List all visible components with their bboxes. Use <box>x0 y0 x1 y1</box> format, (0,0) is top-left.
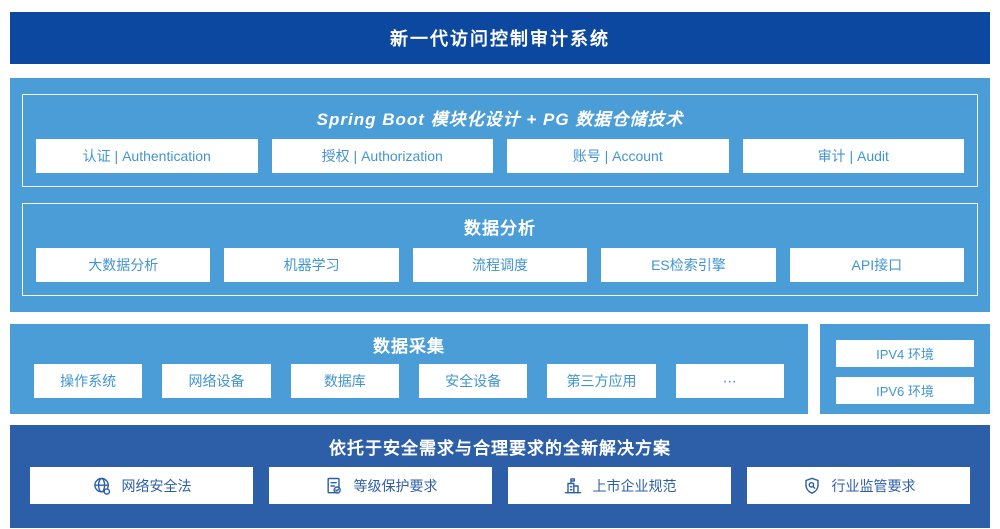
module-box-os: 操作系统 <box>34 364 143 398</box>
module-box-audit: 审计 | Audit <box>742 139 964 173</box>
system-title-banner: 新一代访问控制审计系统 <box>10 12 990 64</box>
shield-search-icon <box>802 476 822 496</box>
springboot-panel: Spring Boot 模块化设计 + PG 数据仓储技术 认证 | Authe… <box>22 94 978 187</box>
module-box-workflow: 流程调度 <box>412 248 588 282</box>
data-analysis-panel: 数据分析 大数据分析 机器学习 流程调度 ES检索引擎 API接口 <box>22 203 978 296</box>
module-box-api: API接口 <box>789 248 965 282</box>
module-box-thirdparty-app: 第三方应用 <box>547 364 656 398</box>
data-collect-title: 数据采集 <box>373 337 445 356</box>
solution-title: 依托于安全需求与合理要求的全新解决方案 <box>329 439 671 458</box>
env-box-ipv4: IPV4 环境 <box>836 340 974 367</box>
data-collect-block: 数据采集 操作系统 网络设备 数据库 安全设备 第三方应用 ⋯ <box>10 324 808 414</box>
solution-box-label: 网络安全法 <box>121 477 192 494</box>
module-box-ellipsis: ⋯ <box>675 364 784 398</box>
module-box-database: 数据库 <box>290 364 399 398</box>
building-flag-icon <box>563 476 583 496</box>
solution-box-label: 等级保护要求 <box>353 477 438 494</box>
module-box-bigdata: 大数据分析 <box>36 248 211 282</box>
module-box-authorization: 授权 | Authorization <box>271 139 493 173</box>
middle-row: 数据采集 操作系统 网络设备 数据库 安全设备 第三方应用 ⋯ IPV4 环境 … <box>10 324 990 414</box>
module-box-security-device: 安全设备 <box>418 364 528 398</box>
solution-box-label: 上市企业规范 <box>592 477 677 494</box>
solution-block: 依托于安全需求与合理要求的全新解决方案 网络安全法 <box>10 425 990 528</box>
solution-box-network-security-law: 网络安全法 <box>30 467 253 504</box>
document-check-icon <box>324 476 344 496</box>
module-box-network-device: 网络设备 <box>162 364 271 398</box>
env-box-ipv6: IPV6 环境 <box>836 377 974 404</box>
data-analysis-title: 数据分析 <box>464 219 536 238</box>
module-box-machine-learning: 机器学习 <box>224 248 399 282</box>
ip-env-panel: IPV4 环境 IPV6 环境 <box>820 324 990 414</box>
data-analysis-module-row: 大数据分析 机器学习 流程调度 ES检索引擎 API接口 <box>23 248 977 295</box>
solution-box-label: 行业监管要求 <box>831 477 916 494</box>
tech-container: Spring Boot 模块化设计 + PG 数据仓储技术 认证 | Authe… <box>10 78 990 312</box>
module-box-es-search: ES检索引擎 <box>601 248 776 282</box>
diagram-page: 新一代访问控制审计系统 Spring Boot 模块化设计 + PG 数据仓储技… <box>0 12 1000 529</box>
solution-box-industry-regulation: 行业监管要求 <box>747 467 970 504</box>
module-box-account: 账号 | Account <box>507 139 729 173</box>
globe-icon <box>92 476 112 496</box>
solution-box-listed-company: 上市企业规范 <box>508 467 731 504</box>
solution-row: 网络安全法 等级保护要求 <box>30 467 970 504</box>
solution-box-classified-protection: 等级保护要求 <box>269 467 492 504</box>
page-title: 新一代访问控制审计系统 <box>390 29 610 49</box>
springboot-panel-title: Spring Boot 模块化设计 + PG 数据仓储技术 <box>316 110 684 129</box>
module-box-authentication: 认证 | Authentication <box>36 139 258 173</box>
springboot-module-row: 认证 | Authentication 授权 | Authorization 账… <box>23 139 977 186</box>
data-collect-module-row: 操作系统 网络设备 数据库 安全设备 第三方应用 ⋯ <box>34 364 784 398</box>
